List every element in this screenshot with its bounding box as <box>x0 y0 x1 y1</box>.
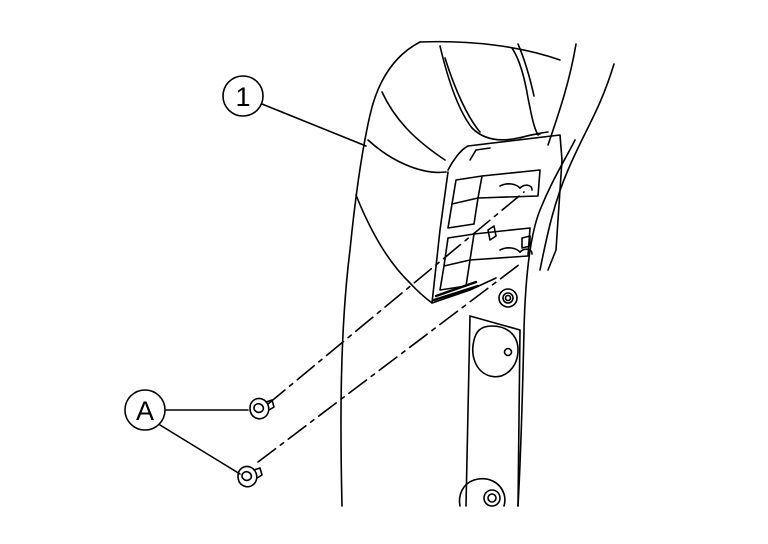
callout-label-part-1: 1 <box>235 82 250 112</box>
trim-panel <box>340 40 615 507</box>
leader-line-a-lower <box>159 424 241 475</box>
clip-channel <box>431 134 563 304</box>
clip-fastener-upper <box>249 397 275 420</box>
assembly-guide-lines <box>257 191 525 463</box>
callout-circle-part-1 <box>222 75 264 117</box>
clip-fastener-lower <box>237 465 263 488</box>
upper-bracket <box>439 43 549 141</box>
leader-line-part-1 <box>261 103 367 147</box>
callout-circle-a <box>124 389 166 431</box>
mounting-strip <box>458 315 521 507</box>
callout-label-a: A <box>136 396 154 426</box>
channel-bolt-hole <box>498 288 518 308</box>
